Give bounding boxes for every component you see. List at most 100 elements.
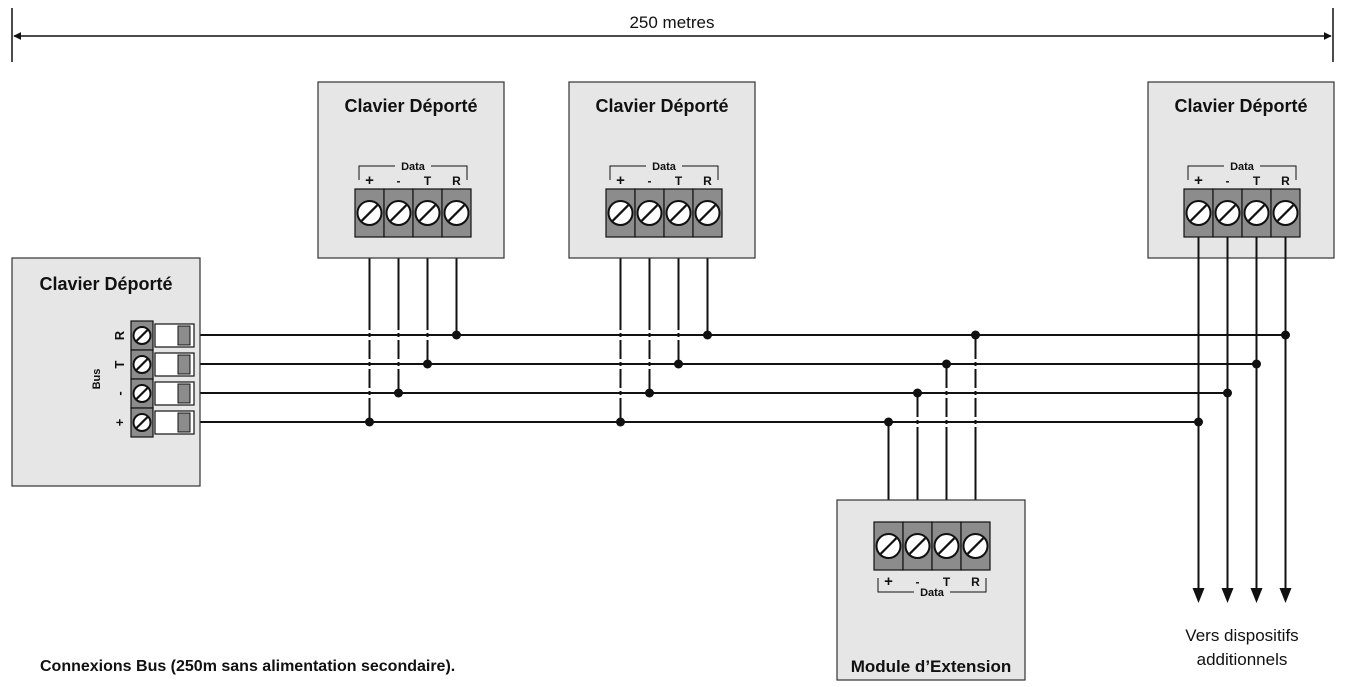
terminal-label: R	[703, 174, 712, 188]
screw-slot	[669, 204, 688, 222]
arrow-down-icon	[1192, 588, 1205, 603]
arrow-down-icon	[1221, 588, 1234, 603]
terminal-label: +	[365, 172, 374, 189]
data-group-label: Data	[920, 587, 945, 599]
screw-slot	[447, 204, 466, 222]
bus-label: Bus	[91, 369, 103, 390]
bracket	[431, 165, 468, 180]
bracket	[682, 165, 719, 180]
screw-slot	[1189, 204, 1208, 222]
terminal-label: +	[616, 172, 625, 189]
terminal-label: -	[648, 174, 652, 188]
keypad-left: Clavier Déporté Bus RT-+	[11, 257, 201, 487]
screw-slot	[966, 537, 985, 555]
crossover-gap	[944, 417, 949, 420]
crossover-gap	[367, 395, 372, 398]
data-group-label: Data	[1230, 161, 1255, 173]
junction-dot	[616, 417, 625, 427]
junction-dot	[942, 359, 951, 369]
screw-slot	[937, 537, 956, 555]
crossover-gap	[367, 388, 372, 391]
terminal-label: T	[112, 360, 127, 368]
terminal-label: -	[397, 174, 401, 188]
crossover-gap	[618, 395, 623, 398]
terminal-label: T	[943, 575, 951, 589]
crossover-gap	[944, 424, 949, 427]
screw-slot	[879, 537, 898, 555]
terminal-block-left: RT-+	[112, 320, 195, 438]
junction-dot	[971, 330, 980, 340]
screw-slot	[389, 204, 408, 222]
wire-clamp-tab	[177, 325, 191, 346]
screw-slot	[135, 358, 149, 371]
screw-slot	[418, 204, 437, 222]
screw-slot	[1247, 204, 1266, 222]
screw-slot	[1218, 204, 1237, 222]
terminal-label: +	[112, 418, 127, 426]
junction-dot	[365, 417, 374, 427]
junction-dot	[1252, 359, 1261, 369]
crossover-gap	[973, 359, 978, 362]
screw-slot	[908, 537, 927, 555]
crossover-gap	[425, 337, 430, 340]
output-label-line1: Vers dispositifs	[1185, 626, 1298, 645]
junction-dot	[674, 359, 683, 369]
bracket	[1187, 165, 1224, 180]
crossover-gap	[915, 424, 920, 427]
terminal-block: + - T R Data	[354, 161, 472, 238]
screw-slot	[698, 204, 717, 222]
wire-clamp-tab	[177, 383, 191, 404]
dimension-label: 250 metres	[629, 13, 714, 32]
junction-dot	[452, 330, 461, 340]
terminal-label: -	[916, 575, 920, 589]
crossover-gap	[396, 330, 401, 333]
crossover-gap	[367, 337, 372, 340]
bracket	[950, 578, 987, 593]
screw-slot	[611, 204, 630, 222]
caption: Connexions Bus (250m sans alimentation s…	[40, 658, 455, 675]
crossover-gap	[396, 366, 401, 369]
junction-dot	[703, 330, 712, 340]
junction-dot	[913, 388, 922, 398]
bracket	[877, 578, 914, 593]
screw-slot	[360, 204, 379, 222]
crossover-gap	[676, 330, 681, 333]
crossover-gap	[618, 330, 623, 333]
crossover-gap	[425, 330, 430, 333]
crossover-gap	[647, 330, 652, 333]
junction-dot	[394, 388, 403, 398]
crossover-gap	[676, 337, 681, 340]
screw-slot	[135, 329, 149, 342]
junction-dot	[645, 388, 654, 398]
junction-dot	[1281, 330, 1290, 340]
crossover-gap	[973, 388, 978, 391]
crossover-gap	[973, 366, 978, 369]
crossover-gap	[396, 337, 401, 340]
wire-clamp-tab	[177, 412, 191, 433]
crossover-gap	[618, 366, 623, 369]
terminal-label: T	[675, 174, 683, 188]
bracket	[358, 165, 395, 180]
terminal-label: R	[452, 174, 461, 188]
arrow-down-icon	[1250, 588, 1263, 603]
terminal-label: T	[424, 174, 432, 188]
screw-slot	[1276, 204, 1295, 222]
crossover-gap	[647, 359, 652, 362]
bracket	[609, 165, 646, 180]
crossover-gap	[944, 388, 949, 391]
keypad-title: Clavier Déporté	[595, 96, 728, 116]
terminal-label: +	[1194, 172, 1203, 189]
junction-dot	[423, 359, 432, 369]
crossover-gap	[973, 395, 978, 398]
data-group-label: Data	[401, 161, 426, 173]
junction-dot	[884, 417, 893, 427]
terminal-label: T	[1253, 174, 1261, 188]
crossover-gap	[618, 337, 623, 340]
